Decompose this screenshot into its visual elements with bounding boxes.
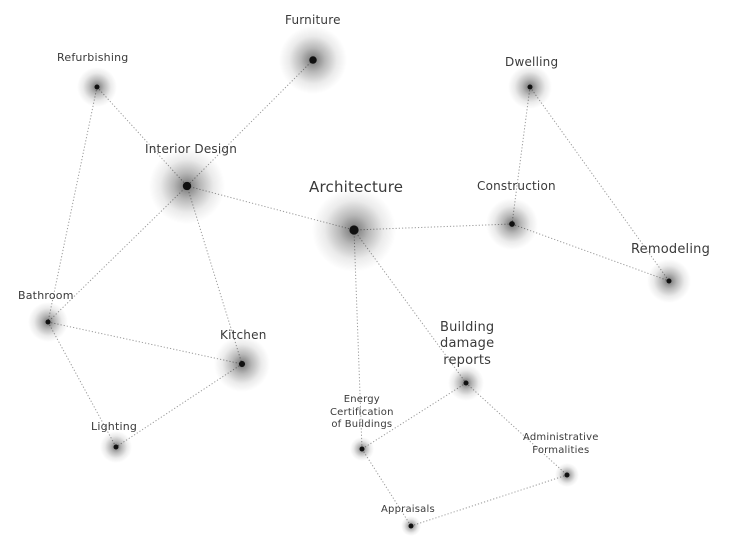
label-dwelling: Dwelling	[505, 55, 559, 69]
label-architecture: Architecture	[309, 178, 404, 196]
node-layer	[28, 26, 691, 536]
node-building_damage	[448, 365, 484, 401]
node-refurbishing	[77, 67, 117, 107]
edge-building_damage-administrative	[465, 382, 568, 476]
node-core	[359, 446, 365, 452]
label-furniture: Furniture	[285, 13, 341, 27]
edge-building_damage-energy_cert	[361, 382, 467, 450]
node-energy_cert	[350, 437, 374, 461]
edge-bathroom-kitchen	[47, 321, 243, 365]
label-remodeling: Remodeling	[631, 242, 711, 257]
label-kitchen: Kitchen	[220, 328, 267, 342]
node-bathroom	[28, 302, 68, 342]
label-construction: Construction	[477, 179, 556, 193]
edge-appraisals-administrative	[410, 474, 568, 527]
node-core	[463, 380, 469, 386]
label-administrative-formalities: Administrative Formalities	[523, 432, 599, 456]
node-dwelling	[508, 65, 552, 109]
node-core	[509, 221, 515, 227]
node-furniture	[279, 26, 347, 94]
node-construction	[486, 198, 538, 250]
node-appraisals	[401, 516, 421, 536]
label-refurbishing: Refurbishing	[57, 51, 129, 64]
edge-architecture-energy_cert	[353, 229, 363, 450]
edge-bathroom-lighting	[47, 321, 117, 448]
node-core	[408, 523, 414, 529]
node-core	[309, 56, 317, 64]
label-lighting: Lighting	[91, 420, 138, 433]
edge-kitchen-lighting	[115, 363, 243, 448]
node-remodeling	[647, 259, 691, 303]
edge-refurbishing-bathroom	[47, 86, 98, 323]
node-administrative	[555, 463, 579, 487]
node-core	[527, 84, 533, 90]
label-interior-design: Interior Design	[145, 142, 238, 156]
label-building-damage-reports: Building damage reports	[440, 320, 495, 368]
edge-dwelling-construction	[511, 86, 531, 225]
edge-interior_design-kitchen	[186, 185, 243, 365]
node-core	[113, 444, 119, 450]
node-core	[666, 278, 672, 284]
node-core	[45, 319, 51, 325]
node-core	[182, 181, 192, 191]
node-core	[349, 225, 359, 235]
node-core	[238, 360, 246, 368]
edge-dwelling-remodeling	[529, 86, 670, 282]
label-appraisals: Appraisals	[381, 504, 435, 515]
node-core	[94, 84, 100, 90]
node-core	[564, 472, 570, 478]
node-lighting	[100, 431, 132, 463]
label-bathroom: Bathroom	[18, 289, 74, 302]
edge-construction-remodeling	[511, 223, 670, 282]
label-energy-certification: Energy Certification of Buildings	[330, 394, 394, 430]
node-kitchen	[214, 336, 270, 392]
node-architecture	[312, 188, 396, 272]
edge-energy_cert-appraisals	[361, 448, 412, 527]
node-interior_design	[149, 148, 225, 224]
